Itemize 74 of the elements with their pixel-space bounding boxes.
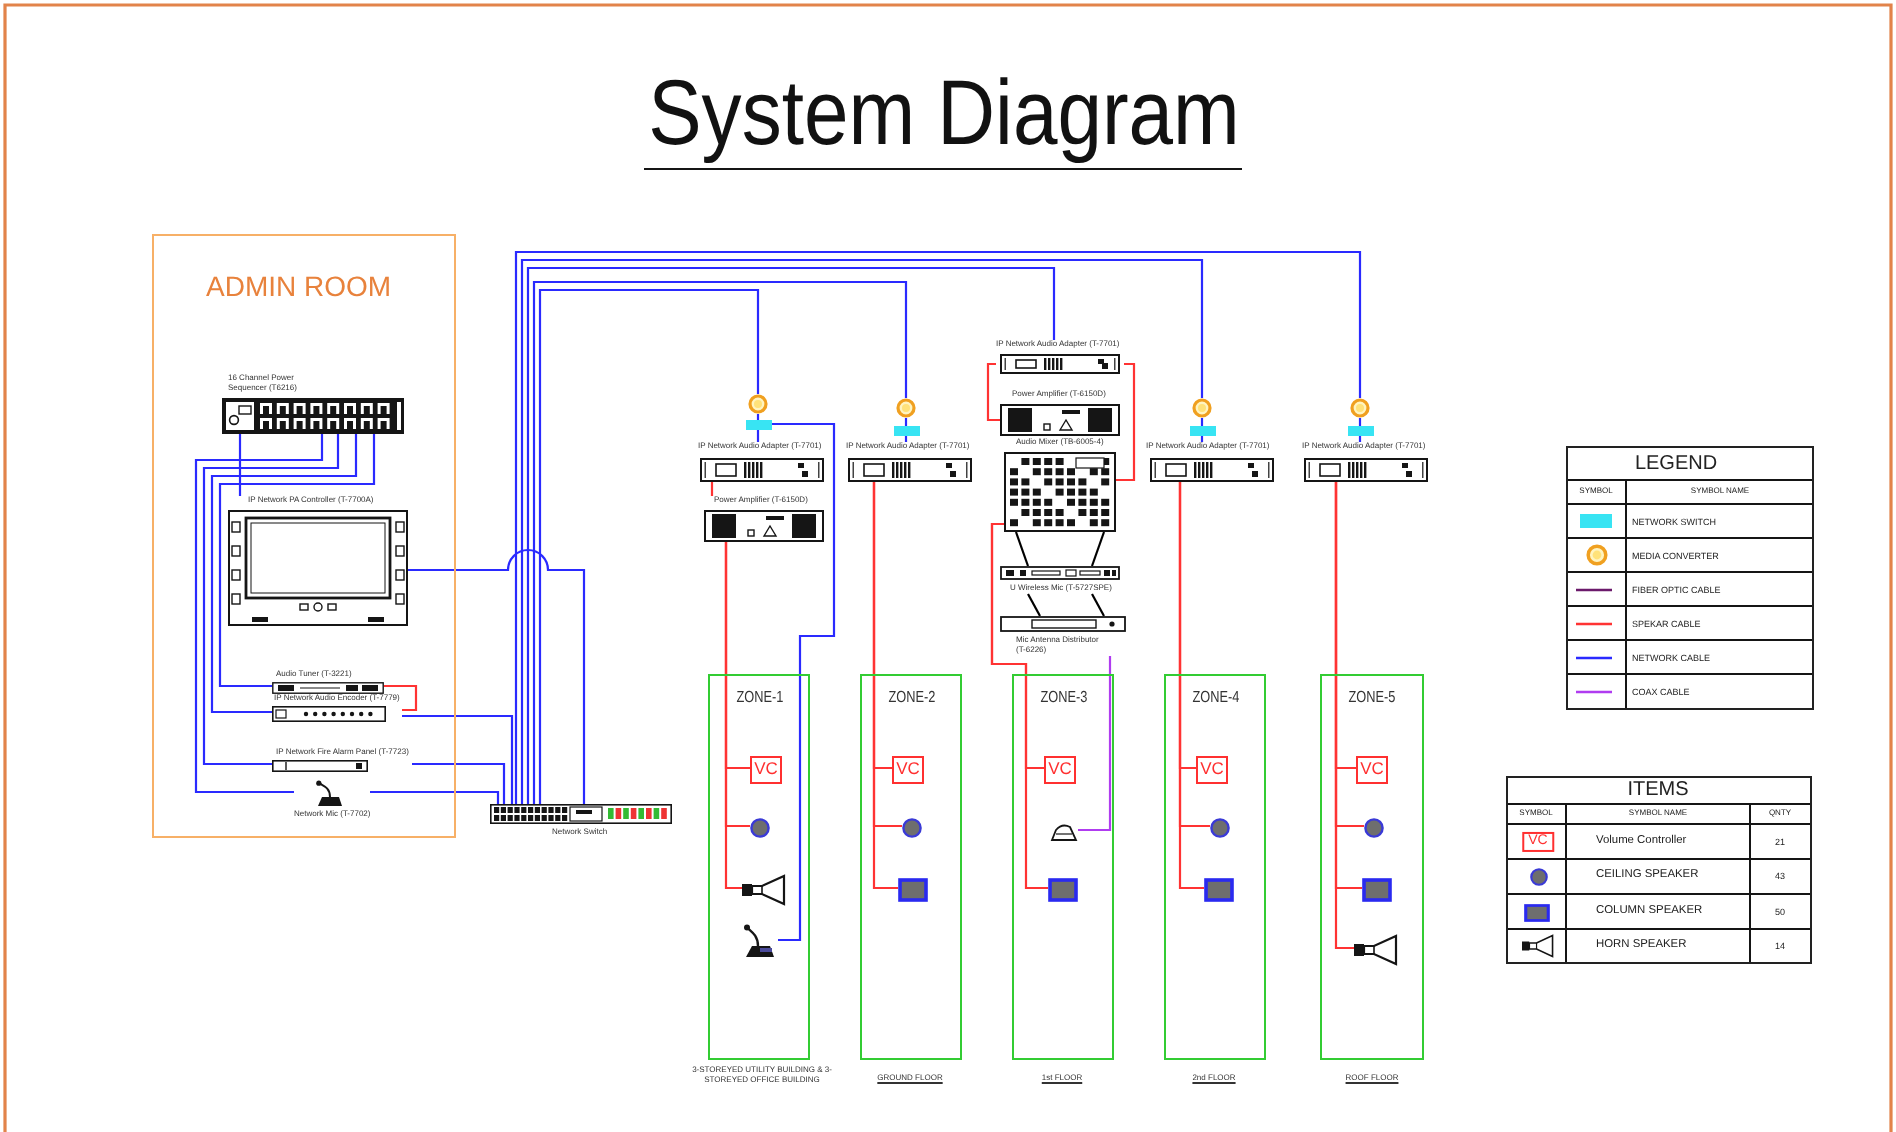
cable-line: [772, 422, 836, 942]
zone-title: ZONE-4: [1191, 690, 1239, 706]
media-converter-icon: [896, 398, 916, 418]
cable-line: [1358, 436, 1362, 442]
column-speaker-icon: [898, 878, 928, 902]
network-switch-icon: [1190, 426, 1216, 436]
zone-title: ZONE-5: [1348, 690, 1396, 706]
volume-controller: VC: [750, 756, 782, 784]
table-title: LEGEND: [1634, 452, 1718, 476]
cable-line: [710, 482, 714, 496]
cable-line: [218, 434, 376, 688]
zone-title: ZONE-3: [1039, 690, 1087, 706]
cable-line: [194, 434, 324, 794]
ceiling-speaker-icon: [902, 818, 922, 838]
room-title: ADMIN ROOM: [206, 272, 392, 300]
zone-title: ZONE-2: [887, 690, 935, 706]
cable-line: [532, 280, 908, 804]
cable-line: [210, 434, 358, 714]
zone-box: [708, 674, 810, 1060]
cable-line: [202, 434, 340, 766]
ceiling-speaker-icon: [1210, 818, 1230, 838]
media-converter-icon: [1350, 398, 1370, 418]
cable-line: [408, 548, 586, 804]
dome-speaker-icon: [1050, 822, 1078, 842]
room-box: [152, 234, 456, 838]
cable-line: [756, 414, 760, 420]
volume-controller: VC: [1044, 756, 1076, 784]
network-switch-icon: [1348, 426, 1374, 436]
cable-line: [238, 434, 242, 496]
cable-line: [538, 288, 760, 804]
volume-controller: VC: [1196, 756, 1228, 784]
volume-controller: VC: [1356, 756, 1388, 784]
cable-line: [1014, 531, 1030, 567]
zone-box: [860, 674, 962, 1060]
cable-line: [526, 266, 1056, 804]
cable-line: [904, 436, 908, 442]
cable-line: [1078, 656, 1112, 832]
column-speaker-icon: [1204, 878, 1234, 902]
cable-line: [1178, 482, 1204, 890]
horn-speaker-icon: [1354, 934, 1398, 966]
horn-speaker-icon: [742, 874, 786, 906]
cable-line: [1334, 482, 1354, 950]
ceiling-speaker-icon: [1364, 818, 1384, 838]
diagram-title: System Diagram: [648, 66, 1240, 158]
table-title: ITEMS: [1627, 778, 1689, 802]
column-speaker-icon: [1362, 878, 1392, 902]
zone-box: [1164, 674, 1266, 1060]
cable-line: [370, 790, 500, 804]
column-speaker-icon: [1048, 878, 1078, 902]
desk-microphone-icon: [742, 924, 778, 958]
media-converter-icon: [748, 394, 768, 414]
cable-line: [1091, 593, 1105, 617]
cable-line: [990, 522, 1048, 890]
zone-box: [1012, 674, 1114, 1060]
ceiling-speaker-icon: [750, 818, 770, 838]
media-converter-icon: [1192, 398, 1212, 418]
cable-line: [756, 430, 760, 442]
cable-line: [872, 482, 898, 890]
zone-title: ZONE-1: [735, 690, 783, 706]
cable-line: [986, 362, 1000, 422]
cable-line: [724, 542, 742, 890]
volume-controller: VC: [892, 756, 924, 784]
cable-line: [402, 714, 514, 804]
cable-line: [514, 250, 1362, 804]
cable-line: [1027, 593, 1041, 617]
cable-line: [384, 684, 418, 712]
cable-line: [520, 258, 1204, 804]
network-switch-icon: [746, 420, 772, 430]
cable-line: [1200, 436, 1204, 442]
network-switch-icon: [894, 426, 920, 436]
zone-box: [1320, 674, 1424, 1060]
cable-line: [412, 762, 506, 804]
cable-line: [1090, 531, 1106, 567]
cable-line: [1116, 362, 1136, 482]
